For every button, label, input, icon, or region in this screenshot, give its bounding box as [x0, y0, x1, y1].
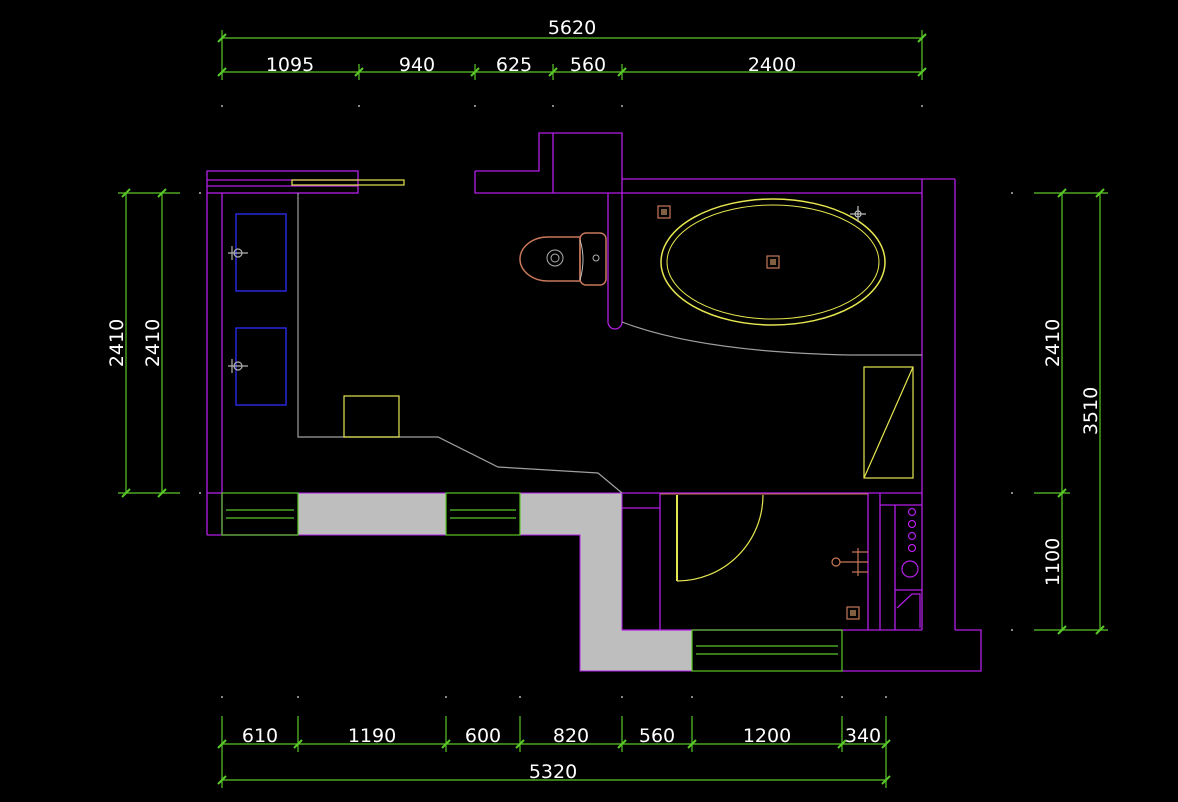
dim-left-inner: 2410: [142, 319, 164, 367]
dimension-top-ticks: [221, 105, 923, 107]
dimension-top: [217, 30, 927, 80]
dim-right-total: 3510: [1080, 387, 1102, 435]
dimension-bottom: [217, 716, 891, 788]
toilet-icon: [519, 232, 607, 286]
dimension-bottom-ticks: [221, 696, 887, 698]
dim-right-upper: 2410: [1042, 319, 1064, 367]
dimension-left: [118, 188, 180, 498]
dim-top-2: 940: [399, 54, 435, 76]
bathtub-icon: [657, 198, 886, 326]
dimension-left-ticks: [199, 192, 201, 494]
door-swing-icon: [660, 493, 868, 620]
cabinet-icon: [343, 395, 400, 438]
cabinet-icon: [863, 366, 914, 479]
solid-walls: [297, 492, 693, 672]
dim-left-outer: 2410: [106, 319, 128, 367]
counter-outline: [297, 193, 922, 494]
windows: [221, 492, 843, 672]
dim-top-5: 2400: [748, 54, 796, 76]
dim-bottom-3: 600: [465, 725, 501, 747]
dim-bottom-2: 1190: [348, 725, 396, 747]
dim-bottom-1: 610: [242, 725, 278, 747]
dim-top-total: 5620: [548, 17, 596, 39]
sink-icon: [228, 213, 287, 406]
dim-bottom-5: 560: [639, 725, 675, 747]
dim-top-4: 560: [570, 54, 606, 76]
dimension-right: [1034, 188, 1108, 635]
dimension-right-ticks: [1011, 192, 1013, 631]
towel-bar: [291, 179, 405, 186]
dim-top-3: 625: [496, 54, 532, 76]
dim-bottom-4: 820: [553, 725, 589, 747]
dim-bottom-6: 1200: [743, 725, 791, 747]
dim-right-lower: 1100: [1042, 538, 1064, 586]
washer-icon: [895, 507, 922, 628]
dim-bottom-7: 340: [845, 725, 881, 747]
dim-top-1: 1095: [266, 54, 314, 76]
dim-bottom-total: 5320: [529, 761, 577, 783]
